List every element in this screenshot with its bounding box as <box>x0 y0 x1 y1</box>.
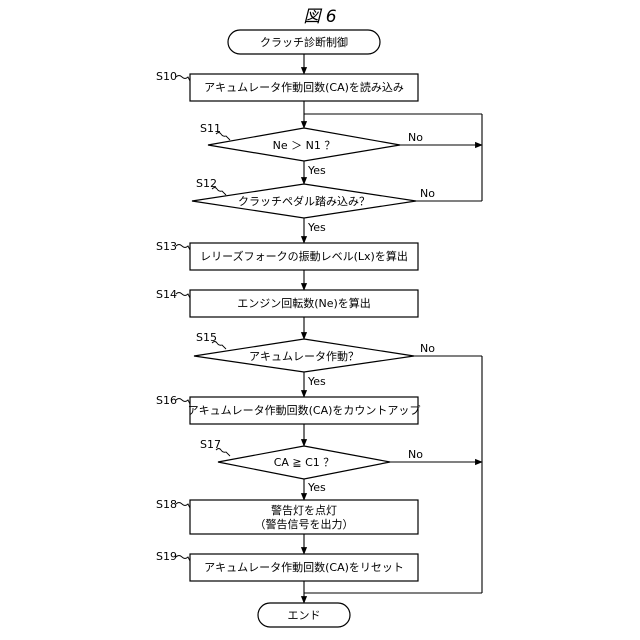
s13-leader <box>176 245 190 251</box>
s15-yes-label: Yes <box>307 375 326 388</box>
step-s18: 警告灯を点灯 （警告信号を出力） S18 <box>156 498 418 534</box>
s19-leader <box>176 556 190 562</box>
s11-no-label: No <box>408 131 423 144</box>
s18-step-label: S18 <box>156 498 177 511</box>
s16-step-label: S16 <box>156 394 177 407</box>
s14-leader <box>176 293 190 299</box>
s12-yes-label: Yes <box>307 221 326 234</box>
s11-yes-label: Yes <box>307 164 326 177</box>
step-s19: アキュムレータ作動回数(CA)をリセット S19 <box>156 550 418 581</box>
s19-text: アキュムレータ作動回数(CA)をリセット <box>204 560 404 574</box>
s14-step-label: S14 <box>156 288 177 301</box>
s15-text: アキュムレータ作動？ <box>249 349 359 363</box>
figure-title: 図 6 <box>303 7 336 27</box>
s17-no-label: No <box>408 448 423 461</box>
start-terminal: クラッチ診断制御 <box>228 30 380 54</box>
decision-s15: アキュムレータ作動？ S15 No Yes <box>194 331 435 388</box>
s18-text-line2: （警告信号を出力） <box>255 517 354 531</box>
s18-leader <box>176 503 190 509</box>
step-s10: アキュムレータ作動回数(CA)を読み込み S10 <box>156 70 418 101</box>
s16-text: アキュムレータ作動回数(CA)をカウントアップ <box>188 403 421 417</box>
s12-text: クラッチペダル踏み込み？ <box>238 194 370 208</box>
step-s14: エンジン回転数(Ne)を算出 S14 <box>156 288 418 317</box>
s10-text: アキュムレータ作動回数(CA)を読み込み <box>204 80 404 94</box>
s13-step-label: S13 <box>156 240 177 253</box>
s19-step-label: S19 <box>156 550 177 563</box>
s10-step-label: S10 <box>156 70 177 83</box>
s17-text: CA ≧ C1 ？ <box>274 456 335 469</box>
decision-s11: Ne ＞ N1 ？ S11 No Yes <box>200 122 423 177</box>
s10-leader <box>176 76 190 82</box>
s17-yes-label: Yes <box>307 481 326 494</box>
s15-no-label: No <box>420 342 435 355</box>
end-label: エンド <box>288 609 321 622</box>
end-terminal: エンド <box>258 603 350 627</box>
s18-text-line1: 警告灯を点灯 <box>271 503 337 517</box>
decision-s17: CA ≧ C1 ？ S17 No Yes <box>200 438 423 494</box>
s14-text: エンジン回転数(Ne)を算出 <box>237 296 371 310</box>
decision-s12: クラッチペダル踏み込み？ S12 No Yes <box>192 177 435 234</box>
step-s16: アキュムレータ作動回数(CA)をカウントアップ S16 <box>156 394 420 424</box>
step-s13: レリーズフォークの振動レベル(Lx)を算出 S13 <box>156 240 418 270</box>
s12-no-label: No <box>420 187 435 200</box>
s11-text: Ne ＞ N1 ？ <box>273 139 336 152</box>
start-label: クラッチ診断制御 <box>260 35 348 49</box>
s13-text: レリーズフォークの振動レベル(Lx)を算出 <box>200 249 408 263</box>
